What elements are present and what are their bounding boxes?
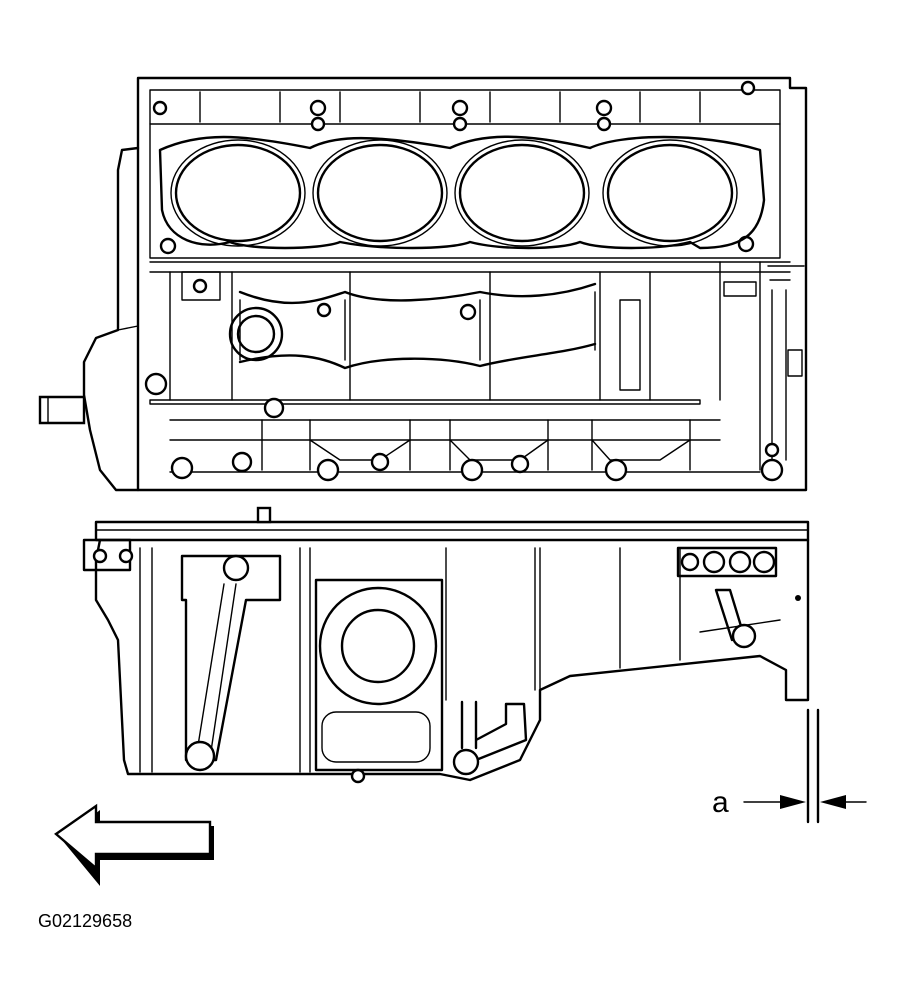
dimension-a: a [712, 708, 867, 824]
dimension-label: a [712, 786, 729, 819]
oil-filter-boss [228, 306, 284, 362]
pan-bolt-bosses [676, 546, 801, 649]
cylinder-bores [170, 139, 738, 247]
sump-cover [314, 578, 444, 772]
block-bolt-holes [144, 372, 784, 482]
front-direction-arrow-icon [54, 803, 214, 886]
head-bolt-bosses [152, 80, 756, 255]
figure-id: G02129658 [38, 911, 132, 931]
engine-block [38, 76, 808, 492]
pan-bracket [180, 554, 282, 772]
oil-pan [82, 506, 810, 784]
